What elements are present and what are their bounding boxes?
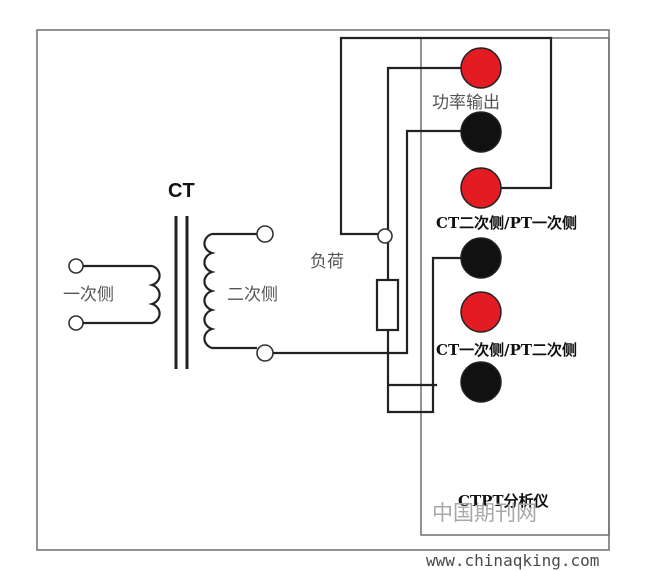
ct-secondary-red-terminal[interactable] (460, 167, 502, 209)
ct-core (174, 216, 189, 369)
watermark-source-url: www.chinaqking.com (426, 551, 599, 570)
secondary-coil (203, 232, 257, 350)
ct-secondary-black-terminal[interactable] (460, 237, 502, 279)
watermark-source-cn: 中国期刊网 (432, 501, 537, 525)
ct-primary-pt-secondary-label: CT一次侧/PT二次侧 (436, 341, 577, 359)
load-node (377, 228, 393, 244)
power-output-label: 功率输出 (432, 93, 500, 113)
outer-frame (36, 29, 610, 551)
ct-title: CT (168, 180, 195, 202)
primary-terminal-bottom (68, 315, 84, 331)
secondary-side-label: 二次侧 (227, 285, 278, 305)
wiring (273, 36, 553, 414)
power-output-black-terminal[interactable] (460, 111, 502, 153)
power-output-red-terminal[interactable] (460, 47, 502, 89)
primary-terminal-top (68, 258, 84, 274)
secondary-terminal-top (256, 225, 274, 243)
ct-primary-red-terminal[interactable] (460, 291, 502, 333)
analyzer-label: CTPT分析仪 (458, 492, 550, 510)
analyzer-terminals (460, 47, 502, 403)
primary-coil (83, 264, 161, 325)
ct-primary-black-terminal[interactable] (460, 361, 502, 403)
ct-secondary-pt-primary-label: CT二次侧/PT一次侧 (436, 214, 577, 232)
load-label: 负荷 (310, 252, 344, 272)
primary-side-label: 一次侧 (63, 285, 114, 305)
primary-winding (68, 258, 161, 331)
load-resistor (375, 278, 400, 332)
secondary-terminal-bottom (256, 344, 274, 362)
